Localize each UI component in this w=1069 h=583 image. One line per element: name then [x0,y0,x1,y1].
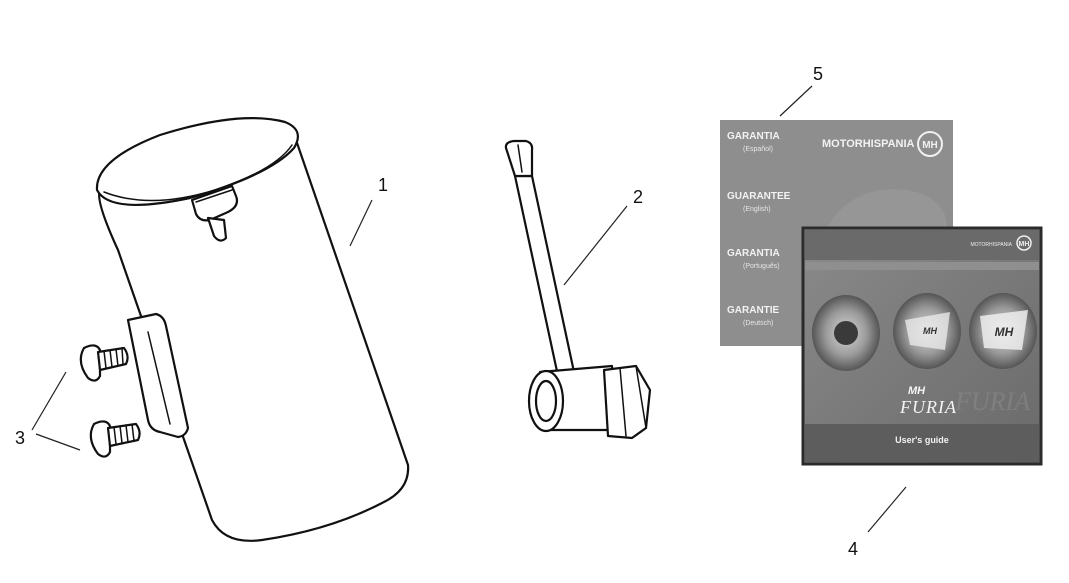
guarantee-brand: MOTORHISPANIA [822,138,915,150]
callout-3: 3 [15,371,81,451]
model-logo-mh: MH [908,385,926,397]
svg-text:MH: MH [1019,241,1030,248]
svg-text:GARANTIE: GARANTIE [727,305,780,316]
svg-text:(English): (English) [743,206,771,213]
callout-4: 4 [848,486,907,559]
screw-upper [79,344,129,382]
callout-1: 1 [349,175,388,247]
users-guide-booklet: MOTORHISPANIA MH MH MH MH FURIA FURIA Us… [801,226,1043,466]
svg-text:4: 4 [848,539,858,559]
guarantee-section-en: GUARANTEE (English) [727,191,791,213]
guarantee-section-es: GARANTIA (Español) [727,131,780,153]
wheel-image-1 [812,295,880,371]
guarantee-section-pt: GARANTIA (Português) [727,248,780,270]
callout-5: 5 [779,64,823,117]
svg-text:GARANTIA: GARANTIA [727,248,780,259]
svg-text:5: 5 [813,64,823,84]
svg-text:2: 2 [633,187,643,207]
model-logo-furia: FURIA [899,397,957,417]
svg-text:MH: MH [995,325,1014,339]
watermark-furia: FURIA [954,387,1030,416]
wheel-image-3: MH [969,293,1037,369]
screw-lower [89,420,141,458]
callout-2: 2 [563,187,643,286]
svg-text:3: 3 [15,428,25,448]
svg-text:(Português): (Português) [743,263,780,270]
motorhispania-logo-icon: MH [917,131,943,157]
svg-text:MH: MH [922,140,938,151]
guarantee-section-de: GARANTIE (Deutsch) [727,305,780,327]
svg-text:(Deutsch): (Deutsch) [743,320,773,327]
svg-text:1: 1 [378,175,388,195]
svg-text:(Español): (Español) [743,146,773,153]
svg-text:GARANTIA: GARANTIA [727,131,780,142]
users-guide-brand: MOTORHISPANIA [971,242,1013,248]
users-guide-logo-icon: MH [1016,235,1032,251]
spark-plug-wrench [504,139,652,440]
users-guide-footer: User's guide [895,435,949,445]
svg-text:MH: MH [923,326,937,336]
svg-text:GUARANTEE: GUARANTEE [727,191,791,202]
tool-holder-cylinder [95,117,410,542]
wheel-image-2: MH [893,293,961,369]
